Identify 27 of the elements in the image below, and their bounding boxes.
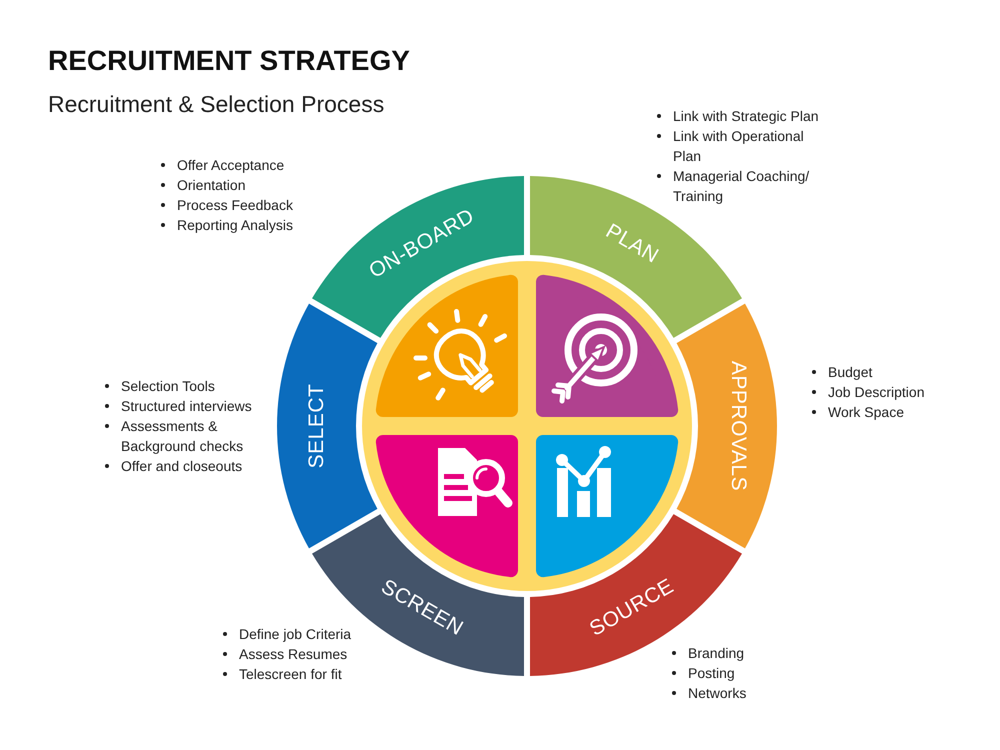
bullet-point: Orientation — [157, 175, 246, 195]
bullet-point: Work Space — [808, 402, 904, 422]
bullet-point: Telescreen for fit — [219, 664, 342, 684]
bullet-point: Networks — [668, 683, 746, 703]
bullet-point: Offer and closeouts — [101, 456, 242, 476]
bullet-point: Job Description — [808, 382, 924, 402]
bullet-point: Branding — [668, 643, 744, 663]
bullet-point: Managerial Coaching/ Training — [653, 166, 829, 206]
bullet-point: Link with Strategic Plan — [653, 106, 819, 126]
bullet-point: Assessments & Background checks — [101, 416, 273, 456]
bullet-point: Posting — [668, 663, 735, 683]
bullet-point: Selection Tools — [101, 376, 215, 396]
bullet-point: Offer Acceptance — [157, 155, 284, 175]
bullet-point: Structured interviews — [101, 396, 252, 416]
subtitle: Recruitment & Selection Process — [48, 90, 384, 118]
segment-label: APPROVALS — [726, 360, 750, 492]
bullet-point: Process Feedback — [157, 195, 293, 215]
bullet-point: Assess Resumes — [219, 644, 348, 664]
bullet-point: Define job Criteria — [219, 624, 352, 644]
ring-segment — [277, 303, 378, 549]
ring-segment — [312, 176, 525, 338]
ring-segment — [676, 303, 777, 549]
bullet-point: Reporting Analysis — [157, 215, 293, 235]
bullet-point: Budget — [808, 362, 872, 382]
bullet-point: Link with Operational Plan — [653, 126, 829, 166]
title: RECRUITMENT STRATEGY — [48, 44, 410, 78]
segment-label: SELECT — [304, 384, 328, 468]
